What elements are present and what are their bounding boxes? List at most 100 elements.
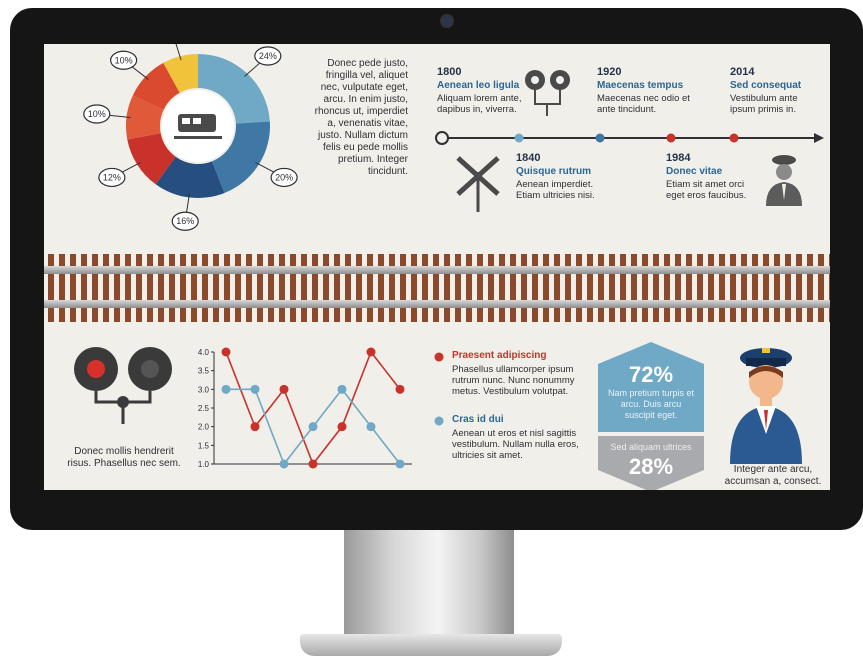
railway-signal-icon: [74, 347, 172, 424]
railway-tie: [653, 254, 659, 322]
donut-label: 10%: [115, 55, 133, 65]
signal-caption: Donec mollis hendrerit risus. Phasellus …: [67, 446, 181, 469]
donut-label: 12%: [103, 172, 121, 182]
timeline-year-1800: 1800: [437, 66, 462, 78]
railway-tie: [312, 254, 318, 322]
series-point: [366, 347, 376, 357]
railway-tie: [543, 254, 549, 322]
railway-tie: [411, 254, 417, 322]
donut-label-bubble: [254, 46, 282, 66]
railway-tie: [686, 254, 692, 322]
stat-hexagon-top: [598, 342, 704, 432]
line-chart: 4.03.53.02.52.01.51.0: [198, 347, 412, 469]
railway-tie: [774, 254, 780, 322]
donut-chart: 24%20%16%12%10%10%8%: [83, 44, 298, 231]
legend-title-praesent: Praesent adipiscing: [452, 350, 547, 361]
legend-dot-praesent: [434, 352, 444, 362]
monitor-stand-neck: [344, 530, 514, 638]
railway-tie: [818, 254, 824, 322]
railway-tie: [466, 254, 472, 322]
stat-hexagon-bottom: [598, 436, 704, 490]
y-tick-label: 4.0: [198, 348, 210, 357]
railway-tie: [829, 254, 830, 322]
railway-tie: [114, 254, 120, 322]
timeline-title-1840: Quisque rutrum: [516, 166, 592, 177]
timeline-track: [435, 131, 824, 145]
series-point: [279, 384, 289, 394]
donut-label: 10%: [88, 109, 106, 119]
railway-tie: [807, 254, 813, 322]
signal-lights-icon: [525, 70, 570, 116]
series-point: [337, 384, 347, 394]
railway-tie: [675, 254, 681, 322]
railway-tie: [378, 254, 384, 322]
railway-tie: [631, 254, 637, 322]
railway-tie: [389, 254, 395, 322]
railway-track: [44, 254, 830, 322]
donut-label-bubble: [98, 167, 126, 188]
donut-segment: [198, 54, 270, 124]
railway-tie: [323, 254, 329, 322]
railway-tie: [400, 254, 406, 322]
railway-tie: [257, 254, 263, 322]
legend-title-cras: Cras id dui: [452, 414, 504, 425]
timeline-title-1984: Donec vitae: [666, 166, 723, 177]
railway-tie: [213, 254, 219, 322]
webcam: [440, 14, 454, 28]
timeline-dot-1920: [595, 133, 605, 143]
series-point: [395, 384, 405, 394]
donut-description: Donec pede justo, fringilla vel, aliquet…: [314, 58, 408, 177]
railway-tie: [136, 254, 142, 322]
timeline-title-2014: Sed consequat: [730, 80, 802, 91]
railway-tie: [70, 254, 76, 322]
donut-label-bubble: [270, 167, 298, 188]
y-tick-label: 3.5: [198, 367, 210, 376]
stat-top-value: 72%: [628, 362, 674, 387]
railway-tie: [268, 254, 274, 322]
railway-tie: [510, 254, 516, 322]
y-tick-label: 3.0: [198, 385, 210, 394]
y-tick-label: 2.5: [198, 404, 210, 413]
timeline-desc-1800: Aliquam lorem ante, dapibus in, viverra.: [437, 93, 522, 115]
railway-tie: [367, 254, 373, 322]
train-icon: [174, 114, 222, 139]
railway-tie: [103, 254, 109, 322]
railway-tie: [708, 254, 714, 322]
railway-tie: [796, 254, 802, 322]
monitor-bezel: 24%20%16%12%10%10%8% Donec pede justo, f…: [10, 8, 863, 530]
railway-tie: [477, 254, 483, 322]
series-point: [337, 422, 347, 432]
railway-tie: [576, 254, 582, 322]
railway-tie: [301, 254, 307, 322]
series-point: [308, 422, 318, 432]
donut-segment: [132, 62, 180, 110]
railway-tie: [433, 254, 439, 322]
conductor-small-icon: [766, 155, 802, 206]
railway-tie: [202, 254, 208, 322]
donut-segment: [155, 156, 225, 198]
donut-label-bubble: [110, 50, 138, 70]
donut-segment: [127, 133, 176, 185]
railway-tie: [741, 254, 747, 322]
railway-tie: [609, 254, 615, 322]
railway-tie: [554, 254, 560, 322]
y-tick-label: 1.0: [198, 460, 210, 469]
railway-tie: [620, 254, 626, 322]
timeline-dot-1984: [666, 133, 676, 143]
timeline-title-1920: Maecenas tempus: [597, 80, 684, 91]
railway-tie: [719, 254, 725, 322]
railway-tie: [697, 254, 703, 322]
y-tick-label: 2.0: [198, 423, 210, 432]
railway-tie: [59, 254, 65, 322]
railway-tie: [356, 254, 362, 322]
conductor-illustration: [730, 348, 802, 464]
donut-segment: [126, 95, 164, 140]
railway-tie: [169, 254, 175, 322]
timeline-desc-1984: Etiam sit amet orci eget eros faucibus.: [666, 179, 747, 201]
series-point: [221, 384, 231, 394]
railway-tie: [334, 254, 340, 322]
railway-tie: [180, 254, 186, 322]
series-point: [308, 459, 318, 469]
timeline-desc-1920: Maecenas nec odio et ante tincidunt.: [597, 93, 690, 115]
timeline-start-dot: [435, 131, 449, 145]
